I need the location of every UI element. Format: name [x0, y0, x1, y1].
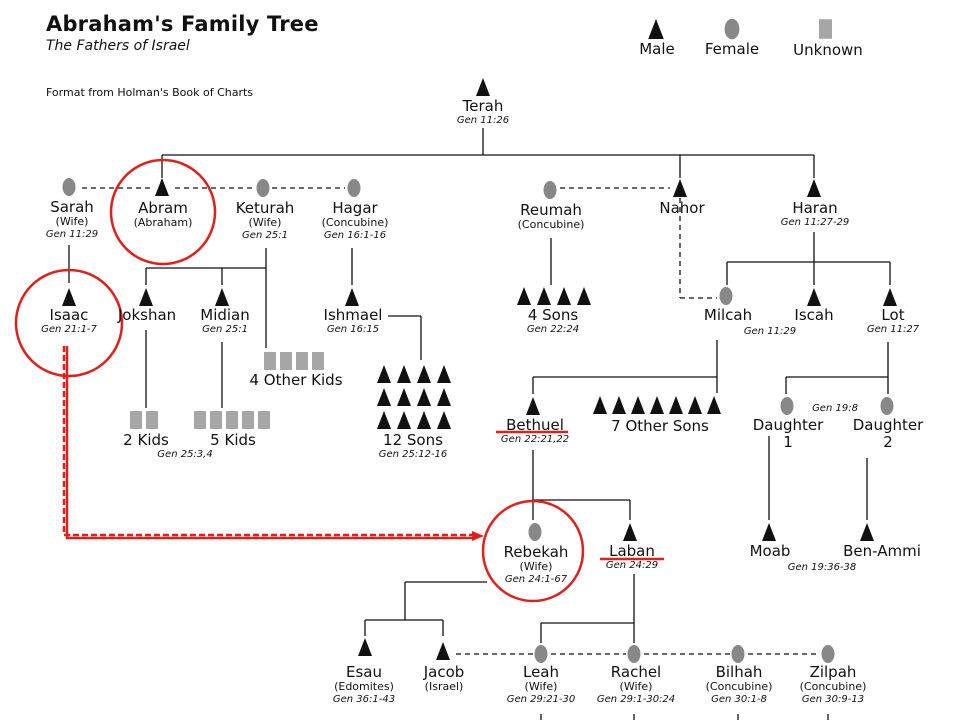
zilpah-female-icon — [821, 645, 835, 663]
isaac-male-icon — [62, 288, 76, 306]
five-kids-ref: Gen 25:3,4 — [157, 449, 213, 460]
hagar-female-icon — [347, 179, 361, 197]
highlight-annotations — [14, 158, 664, 603]
arrow-head-icon — [472, 531, 484, 541]
person-midian: Midian Gen 25:1 — [200, 306, 250, 336]
person-reumah: Reumah (Concubine) — [517, 201, 585, 232]
person-rachel: Rachel (Wife) Gen 29:1-30:24 — [596, 663, 676, 705]
twelve-sons-icons — [377, 365, 451, 429]
group-twelve-sons: 12 Sons Gen 25:12-16 — [378, 431, 448, 461]
person-esau: Esau (Edomites) Gen 36:1-43 — [332, 663, 396, 705]
person-bilhah: Bilhah (Concubine) Gen 30:1-8 — [705, 663, 773, 705]
leah-female-icon — [534, 645, 548, 663]
person-sarah: Sarah (Wife) Gen 11:29 — [45, 198, 99, 240]
laban-male-icon — [623, 523, 637, 541]
person-jokshan: Jokshan — [117, 306, 177, 324]
person-leah: Leah (Wife) Gen 29:21-30 — [506, 663, 576, 705]
person-moab: Moab — [749, 542, 791, 560]
legend-male-label: Male — [639, 40, 675, 58]
person-lot: Lot Gen 11:27 — [866, 306, 920, 336]
person-terah: Terah Gen 11:26 — [456, 97, 510, 127]
person-hagar: Hagar (Concubine) Gen 16:1-16 — [321, 199, 389, 241]
lot-male-icon — [883, 288, 897, 306]
daughter2-female-icon — [880, 397, 894, 415]
rachel-female-icon — [627, 645, 641, 663]
keturah-female-icon — [256, 179, 270, 197]
connector-lines — [68, 128, 891, 720]
milcah-ref: Gen 11:29 — [743, 326, 797, 337]
person-iscah: Iscah — [794, 306, 834, 324]
iscah-male-icon — [807, 288, 821, 306]
abram-highlight-circle — [109, 158, 217, 266]
person-nahor: Nahor — [659, 199, 705, 217]
ishmael-male-icon — [345, 288, 359, 306]
person-ben-ammi: Ben-Ammi — [843, 542, 921, 560]
person-jacob: Jacob (Israel) — [423, 663, 465, 694]
person-bethuel: Bethuel Gen 22:21,22 — [500, 416, 570, 446]
legend-unknown-label: Unknown — [793, 41, 863, 59]
terah-male-icon — [476, 78, 490, 96]
abram-male-icon — [155, 178, 169, 196]
group-five-kids: 5 Kids — [210, 431, 256, 449]
person-zilpah: Zilpah (Concubine) Gen 30:9-13 — [799, 663, 867, 705]
person-laban: Laban Gen 24:29 — [605, 542, 659, 572]
person-abram: Abram (Abraham) — [133, 199, 193, 230]
jacob-male-icon — [436, 642, 450, 660]
jokshan-male-icon — [139, 288, 153, 306]
person-isaac: Isaac Gen 21:1-7 — [41, 306, 97, 336]
group-four-other-kids: 4 Other Kids — [249, 371, 343, 389]
bilhah-female-icon — [731, 645, 745, 663]
person-rebekah: Rebekah (Wife) Gen 24:1-67 — [503, 543, 569, 585]
ben-ammi-ref: Gen 19:36-38 — [787, 562, 857, 573]
legend-unknown-icon — [819, 19, 832, 39]
person-milcah: Milcah — [703, 306, 753, 324]
rebekah-female-icon — [528, 523, 542, 541]
four-sons-icons — [517, 287, 591, 305]
legend — [648, 18, 832, 40]
rebekah-highlight-circle — [481, 499, 585, 603]
group-seven-other-sons: 7 Other Sons — [611, 417, 709, 435]
moab-male-icon — [762, 523, 776, 541]
legend-female-icon — [724, 18, 740, 40]
legend-female-label: Female — [704, 40, 760, 58]
haran-male-icon — [807, 179, 821, 197]
two-kids-icons — [130, 411, 158, 429]
group-four-sons: 4 Sons Gen 22:24 — [526, 306, 580, 336]
group-two-kids: 2 Kids — [123, 431, 169, 449]
page-title: Abraham's Family Tree — [46, 12, 319, 36]
milcah-female-icon — [719, 287, 733, 305]
page-subtitle: The Fathers of Israel — [46, 38, 190, 54]
isaac-to-rebekah-arrow — [62, 346, 473, 537]
legend-male-icon — [648, 19, 664, 39]
source-note: Format from Holman's Book of Charts — [46, 86, 254, 99]
person-daughter2: Daughter 2 — [852, 416, 924, 452]
reumah-female-icon — [543, 181, 557, 199]
seven-other-sons-icons — [593, 396, 721, 414]
midian-male-icon — [215, 288, 229, 306]
ben-ammi-male-icon — [860, 523, 874, 541]
daughter1-female-icon — [780, 397, 794, 415]
isaac-highlight-circle — [14, 268, 124, 378]
person-daughter1: Daughter 1 — [752, 416, 824, 452]
person-haran: Haran Gen 11:27-29 — [780, 199, 850, 229]
nahor-male-icon — [673, 179, 687, 197]
esau-male-icon — [358, 638, 372, 656]
person-ishmael: Ishmael Gen 16:15 — [323, 306, 383, 336]
bethuel-male-icon — [526, 397, 540, 415]
daughters-ref: Gen 19:8 — [812, 403, 858, 414]
four-other-kids-icons — [264, 352, 324, 370]
sarah-female-icon — [62, 178, 76, 196]
five-kids-icons — [194, 411, 270, 429]
person-keturah: Keturah (Wife) Gen 25:1 — [235, 199, 295, 241]
